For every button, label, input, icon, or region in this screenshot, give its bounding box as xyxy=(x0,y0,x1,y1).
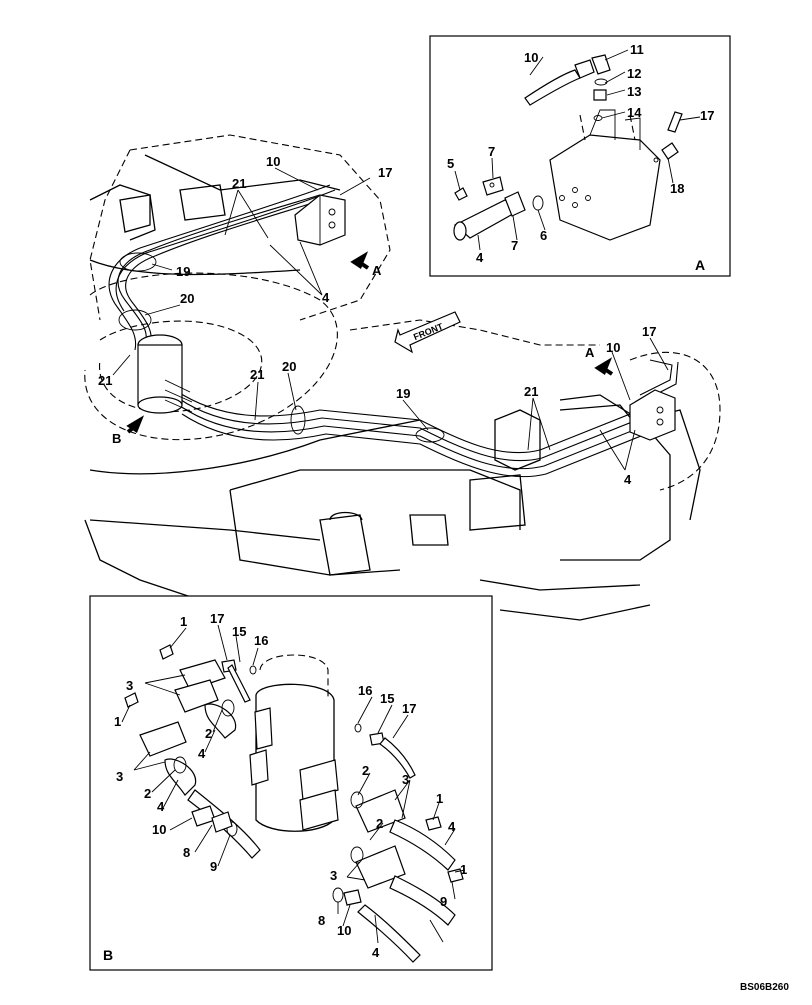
callout-inset-b-2: 2 xyxy=(376,816,383,831)
view-a-marker-right: A xyxy=(585,345,595,360)
callout-inset-a-7: 7 xyxy=(488,144,495,159)
callout-inset-b-1: 1 xyxy=(114,714,121,729)
callout-inset-b-17: 17 xyxy=(210,611,224,626)
callout-main-19: 19 xyxy=(396,386,410,401)
view-a-marker-left: A xyxy=(372,263,382,278)
callout-inset-a-6: 6 xyxy=(540,228,547,243)
callout-inset-b-8: 8 xyxy=(183,845,190,860)
callout-inset-b-10: 10 xyxy=(152,822,166,837)
callout-inset-b-16: 16 xyxy=(358,683,372,698)
callout-inset-a-17: 17 xyxy=(700,108,714,123)
callout-main-19: 19 xyxy=(176,264,190,279)
callout-inset-a-18: 18 xyxy=(670,181,684,196)
front-arrow: FRONT xyxy=(394,311,461,354)
callout-inset-b-1: 1 xyxy=(460,862,467,877)
callout-inset-b-1: 1 xyxy=(180,614,187,629)
callout-inset-b-16: 16 xyxy=(254,633,268,648)
callout-main-4: 4 xyxy=(624,472,632,487)
callout-inset-b-1: 1 xyxy=(436,791,443,806)
callout-inset-b-15: 15 xyxy=(380,691,394,706)
machine-frame xyxy=(84,134,721,621)
callout-main-21: 21 xyxy=(524,384,538,399)
callout-inset-a-12: 12 xyxy=(627,66,641,81)
inset-a: A xyxy=(429,35,731,277)
hose-clamps xyxy=(118,252,445,443)
callouts-main: 10 17 21 19 4 20 21 21 20 19 21 10 17 4 xyxy=(98,154,656,487)
callout-inset-b-9: 9 xyxy=(440,894,447,909)
callout-inset-a-5: 5 xyxy=(447,156,454,171)
callout-inset-b-10: 10 xyxy=(337,923,351,938)
callout-main-10: 10 xyxy=(606,340,620,355)
callout-inset-b-9: 9 xyxy=(210,859,217,874)
callout-main-4: 4 xyxy=(322,290,330,305)
callout-inset-b-4: 4 xyxy=(157,799,165,814)
callout-inset-a-10: 10 xyxy=(524,50,538,65)
callout-main-20: 20 xyxy=(282,359,296,374)
swivel-joint xyxy=(137,334,193,414)
callout-main-17: 17 xyxy=(642,324,656,339)
inset-b: B xyxy=(89,595,493,971)
callout-inset-b-4: 4 xyxy=(372,945,380,960)
callout-main-21: 21 xyxy=(232,176,246,191)
view-b-marker: B xyxy=(112,431,121,446)
callout-inset-b-4: 4 xyxy=(448,819,456,834)
callout-main-21: 21 xyxy=(98,373,112,388)
control-valve-lower xyxy=(629,389,676,441)
callout-inset-b-15: 15 xyxy=(232,624,246,639)
callouts-inset-a: 10 11 12 13 14 17 5 7 18 7 6 4 xyxy=(447,42,714,265)
callout-main-17: 17 xyxy=(378,165,392,180)
main-callout-leaders xyxy=(112,167,669,471)
callout-inset-b-3: 3 xyxy=(126,678,133,693)
callout-inset-b-8: 8 xyxy=(318,913,325,928)
callout-inset-a-4: 4 xyxy=(476,250,484,265)
inset-b-label: B xyxy=(103,947,113,963)
callout-inset-a-7: 7 xyxy=(511,238,518,253)
drawing-code: BS06B260 xyxy=(740,982,789,993)
inset-a-label: A xyxy=(695,257,705,273)
callout-main-20: 20 xyxy=(180,291,194,306)
callout-inset-a-13: 13 xyxy=(627,84,641,99)
callout-inset-a-11: 11 xyxy=(630,42,644,57)
callout-inset-b-2: 2 xyxy=(362,763,369,778)
arrow-view-a-right: A xyxy=(585,345,614,376)
callout-inset-b-3: 3 xyxy=(116,769,123,784)
callout-inset-b-2: 2 xyxy=(144,786,151,801)
arrow-view-b: B xyxy=(112,415,145,446)
arrow-view-a: A xyxy=(350,251,382,278)
callout-inset-b-3: 3 xyxy=(402,772,409,787)
control-valve-upper xyxy=(294,194,346,246)
callout-inset-a-14: 14 xyxy=(627,105,642,120)
callout-main-21: 21 xyxy=(250,367,264,382)
callout-main-10: 10 xyxy=(266,154,280,169)
callout-inset-b-4: 4 xyxy=(198,746,206,761)
callout-inset-b-3: 3 xyxy=(330,868,337,883)
callout-inset-b-17: 17 xyxy=(402,701,416,716)
callout-inset-b-2: 2 xyxy=(205,726,212,741)
